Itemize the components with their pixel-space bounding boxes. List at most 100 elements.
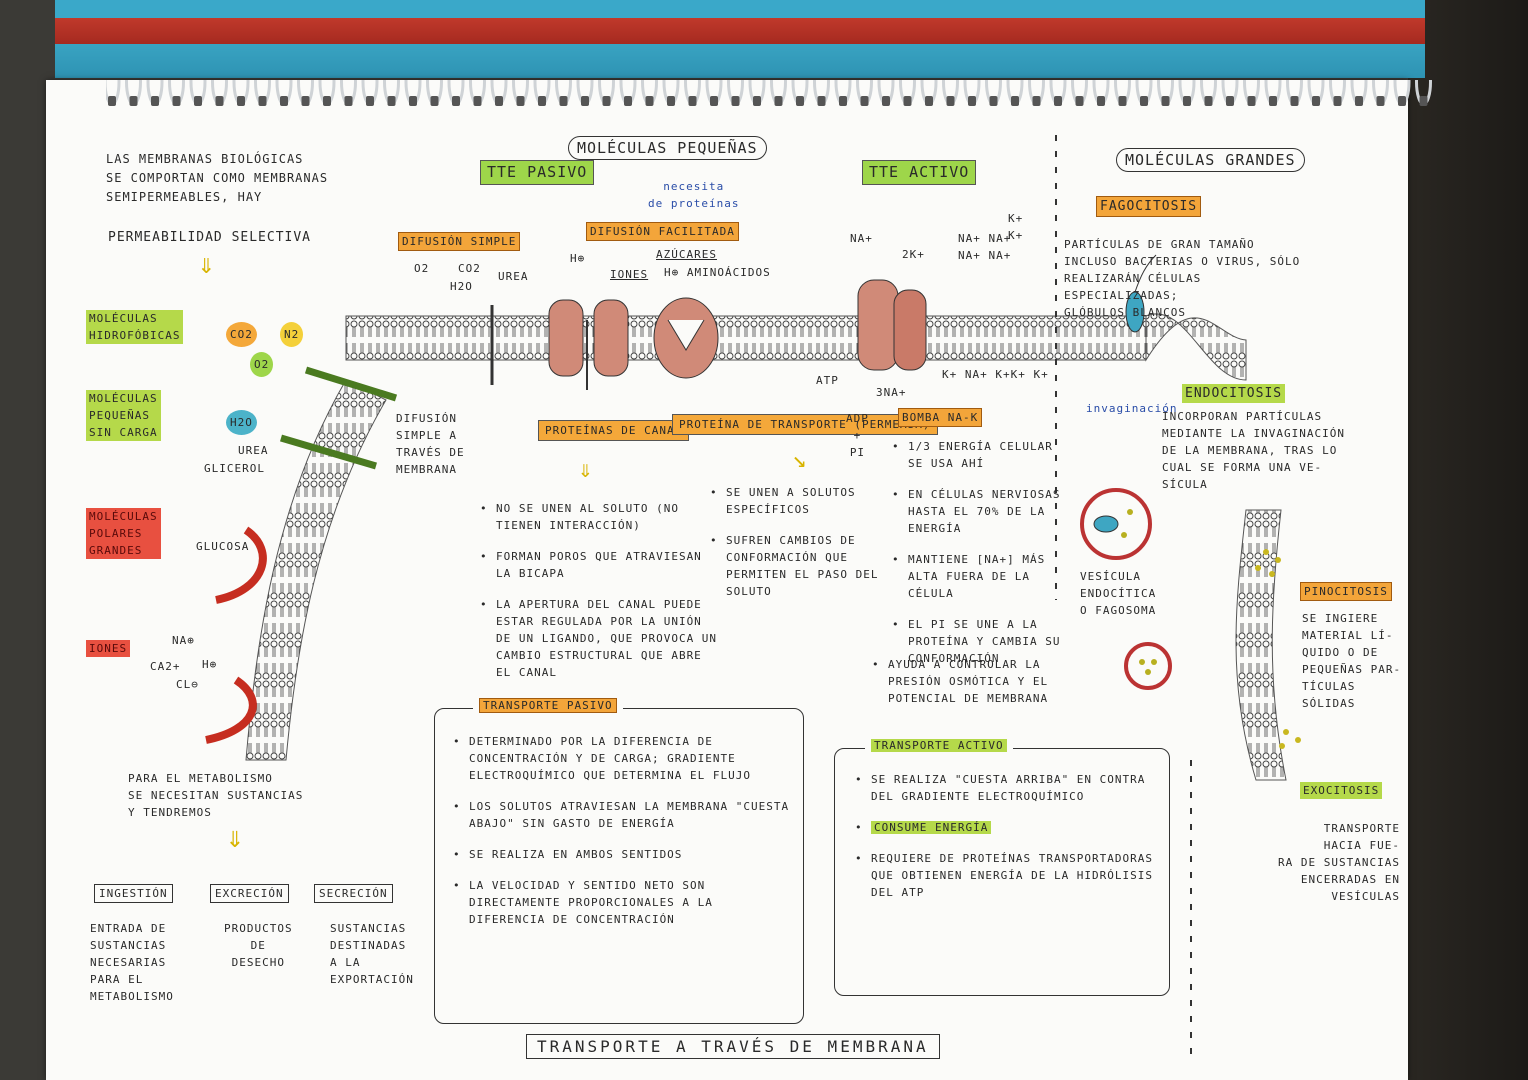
spiral-hole xyxy=(1183,96,1191,106)
spiral-hole xyxy=(172,96,181,106)
intro-text: LAS MEMBRANAS BIOLÓGICAS SE COMPORTAN CO… xyxy=(106,152,329,204)
excrecion-desc: PRODUCTOS DE DESECHO xyxy=(224,922,293,969)
box-transporte-pasivo: TRANSPORTE PASIVO DETERMINADO POR LA DIF… xyxy=(434,698,804,1024)
df-h: H⊕ xyxy=(570,252,586,265)
necesita-proteinas: necesita de proteínas xyxy=(648,180,740,210)
molecule-urea: UREA xyxy=(238,444,269,457)
box-tte-activo: TTE ACTIVO xyxy=(862,160,977,185)
label-pinocitosis: PINOCITOSIS xyxy=(1300,582,1392,601)
category-pequenas: MOLÉCULAS PEQUEÑAS SIN CARGA xyxy=(86,390,161,441)
activo-item: SE REALIZA "CUESTA ARRIBA" EN CONTRA DEL… xyxy=(855,771,1155,805)
spiral-hole xyxy=(516,96,525,106)
membrane-top xyxy=(345,315,1147,361)
bacterium-icon xyxy=(1125,254,1157,333)
notebook-cover-strip xyxy=(55,0,1425,78)
label-exocitosis: EXOCITOSIS xyxy=(1300,782,1383,799)
df-aminoacidos: H⊕ AMINOÁCIDOS xyxy=(664,266,771,279)
spiral-hole xyxy=(258,96,267,106)
spiral-hole xyxy=(1054,96,1062,106)
red-arrow-glucose xyxy=(215,526,267,604)
pump-k-bottom: K+ Na+ K+K+ K+ xyxy=(942,368,1049,381)
spiral-hole xyxy=(602,96,611,106)
spiral-hole xyxy=(538,96,546,106)
pump-3na: 3Na+ xyxy=(876,386,907,399)
pump-na-top: Na+ xyxy=(850,232,873,245)
spiral-hole xyxy=(323,96,331,106)
ion-na: Na⊕ xyxy=(172,634,195,647)
spiral-hole xyxy=(925,96,933,106)
df-azucares: AZÚCARES xyxy=(656,248,717,261)
label-endocitosis: ENDOCITOSIS xyxy=(1182,384,1286,403)
spiral-hole xyxy=(667,96,675,106)
pump-k-top: 2K+ xyxy=(902,248,925,261)
spiral-hole xyxy=(1075,96,1084,106)
molecule-glicerol: GLICEROL xyxy=(204,462,265,475)
green-arrow-1 xyxy=(304,366,398,402)
spiral-hole xyxy=(989,96,998,106)
activo-bullet: 1/3 ENERGÍA CELULAR SE USA AHÍ xyxy=(892,438,1062,472)
pump-adp: ADP + Pi xyxy=(846,412,869,459)
label-invaginacion: invaginación xyxy=(1086,402,1178,415)
activo-list: SE REALIZA "CUESTA ARRIBA" EN CONTRA DEL… xyxy=(855,771,1155,915)
pasivo-item: LA VELOCIDAD Y SENTIDO NETO SON DIRECTAM… xyxy=(453,877,791,928)
category-hidrofobicas: MOLÉCULAS HIDROFÓBICAS xyxy=(86,310,184,344)
spiral-hole xyxy=(860,96,869,106)
yellow-arrow-permeasa-icon: ↘ xyxy=(792,445,808,473)
canal-bullets: NO SE UNEN AL SOLUTO (no tienen interacc… xyxy=(480,500,720,695)
title-transporte-activo: TRANSPORTE ACTIVO xyxy=(865,739,1013,752)
pasivo-item: DETERMINADO POR LA DIFERENCIA DE CONCENT… xyxy=(453,733,791,784)
header-moleculas-grandes: MOLÉCULAS GRANDES xyxy=(1116,148,1305,172)
spiral-hole xyxy=(645,96,654,106)
spiral-hole xyxy=(1161,96,1170,106)
box-proteina-transporte: PROTEÍNA DE TRANSPORTE (PERMEASA) xyxy=(672,414,938,435)
spiral-hole xyxy=(366,96,374,106)
label-difusion-simple: DIFUSIÓN SIMPLE xyxy=(398,232,521,251)
yellow-arrow-canal-icon: ⇓ xyxy=(578,455,594,483)
box-ingestion: INGESTIÓN xyxy=(94,884,173,903)
spiral-hole xyxy=(1118,96,1127,106)
permeasa-bullet: SUFREN CAMBIOS DE CONFORMACIÓN QUE PERMI… xyxy=(710,532,880,600)
membrane-right xyxy=(1235,509,1287,781)
exocitosis-text: TRANSPORTE HACIA FUE- RA DE SUSTANCIAS E… xyxy=(1278,822,1400,903)
ion-cl: Cl⊖ xyxy=(176,678,199,691)
canal-bullet: LA APERTURA DEL CANAL PUEDE ESTAR REGULA… xyxy=(480,596,720,681)
spiral-hole xyxy=(710,96,718,106)
spiral-hole xyxy=(495,96,503,106)
spiral-hole xyxy=(1355,96,1363,106)
activo-bullet: EN CÉLULAS NERVIOSAS HASTA EL 70% DE LA … xyxy=(892,486,1062,537)
fagocitosis-text: PARTÍCULAS DE GRAN TAMAÑO INCLUSO BACTER… xyxy=(1064,238,1301,319)
endocitosis-text: INCORPORAN PARTÍCULAS MEDIANTE LA INVAGI… xyxy=(1162,410,1345,491)
spiral-hole xyxy=(1032,96,1041,106)
box-tte-pasivo: TTE PASIVO xyxy=(480,160,595,185)
label-fagocitosis: FAGOCITOSIS xyxy=(1096,196,1202,217)
spiral-hole xyxy=(409,96,417,106)
ion-ca: Ca2+ xyxy=(150,660,181,673)
ds-h2o: H2O xyxy=(450,280,473,293)
spiral-hole xyxy=(237,96,245,106)
molecule-glucosa: GLUCOSA xyxy=(196,540,250,553)
activo-item: CONSUME ENERGÍA xyxy=(855,819,1155,836)
carrier-protein xyxy=(653,297,719,379)
spiral-hole xyxy=(1376,96,1385,106)
spiral-hole xyxy=(839,96,847,106)
wood-background xyxy=(1408,0,1528,1080)
canal-bullet: NO SE UNEN AL SOLUTO (no tienen interacc… xyxy=(480,500,720,534)
footer-title: TRANSPORTE A TRAVÉS DE MEMBRANA xyxy=(526,1034,940,1059)
ingestion-desc: ENTRADA DE SUSTANCIAS NECESARIAS PARA EL… xyxy=(90,922,174,1003)
molecule-o2: O2 xyxy=(250,352,274,377)
spiral-hole xyxy=(1011,96,1019,106)
yellow-arrow-down-icon: ⇓ xyxy=(198,247,216,280)
category-grandes: MOLÉCULAS POLARES GRANDES xyxy=(86,508,161,559)
membrane-left xyxy=(245,379,387,761)
pump-k-group: K+ K+ xyxy=(1008,212,1024,242)
sodium-potassium-pump xyxy=(857,279,927,371)
spiral-hole xyxy=(387,96,396,106)
metabolism-text: PARA EL METABOLISMO SE NECESITAN SUSTANC… xyxy=(128,772,304,819)
spiral-hole xyxy=(108,96,116,106)
activo-item: REQUIERE DE PROTEÍNAS TRANSPORTADORAS QU… xyxy=(855,850,1155,901)
spiral-hole xyxy=(151,96,159,106)
spiral-hole xyxy=(581,96,589,106)
canal-bullet: FORMAN POROS QUE ATRAVIESAN LA BICAPA xyxy=(480,548,720,582)
yellow-arrow-down-icon-2: ⇓ xyxy=(226,820,246,855)
spiral-hole xyxy=(1333,96,1342,106)
